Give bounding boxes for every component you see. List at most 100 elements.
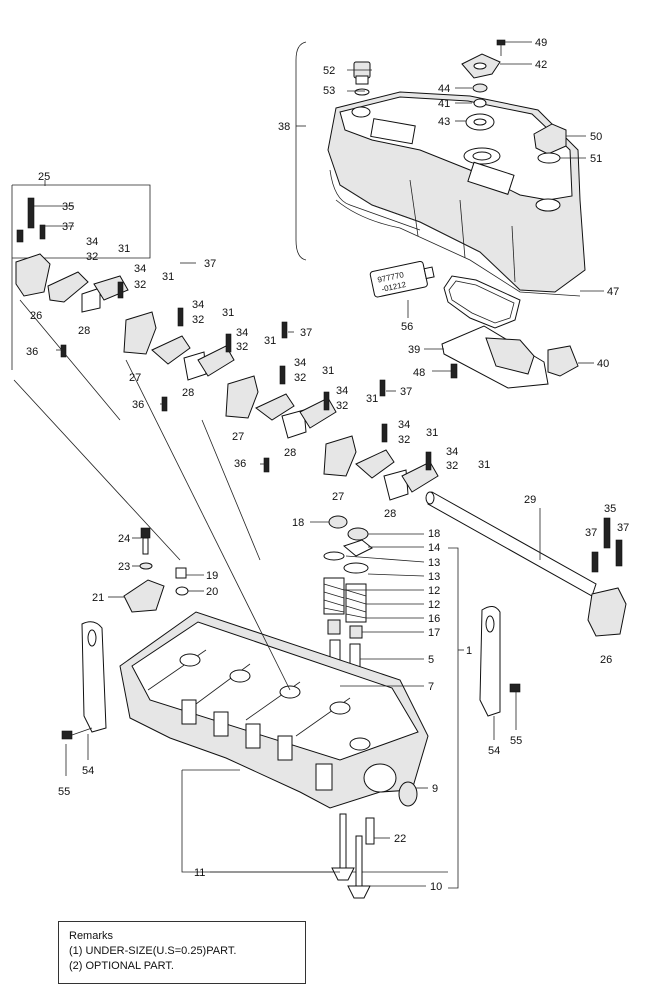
label-23: 23 <box>118 561 130 573</box>
label-32g: 32 <box>398 434 410 446</box>
label-21: 21 <box>92 592 104 604</box>
label-32c: 32 <box>192 314 204 326</box>
rocker-assembly-1 <box>15 197 129 358</box>
label-18b: 18 <box>428 528 440 540</box>
label-26b: 26 <box>600 654 612 666</box>
label-31g: 31 <box>426 427 438 439</box>
label-51: 51 <box>590 153 602 165</box>
label-34e: 34 <box>294 357 306 369</box>
label-52: 52 <box>323 65 335 77</box>
label-34h: 34 <box>446 446 458 458</box>
remarks-line-1: (1) UNDER-SIZE(U.S=0.25)PART. <box>69 945 237 957</box>
label-13b: 13 <box>428 571 440 583</box>
label-24: 24 <box>118 533 130 545</box>
label-48: 48 <box>413 367 425 379</box>
label-50: 50 <box>590 131 602 143</box>
label-20: 20 <box>206 586 218 598</box>
label-27b: 27 <box>232 431 244 443</box>
label-19: 19 <box>206 570 218 582</box>
engine-hangers <box>61 606 521 740</box>
label-37c: 37 <box>300 327 312 339</box>
label-31a: 31 <box>118 243 130 255</box>
label-27c: 27 <box>332 491 344 503</box>
label-34d: 34 <box>236 327 248 339</box>
rocker-assembly-2 <box>123 307 288 412</box>
label-39: 39 <box>408 344 420 356</box>
label-44: 44 <box>438 83 450 95</box>
label-10: 10 <box>430 881 442 893</box>
label-31c: 31 <box>222 307 234 319</box>
label-55b: 55 <box>510 735 522 747</box>
label-41: 41 <box>438 98 450 110</box>
label-32f: 32 <box>336 400 348 412</box>
label-56: 56 <box>401 321 413 333</box>
label-34f: 34 <box>336 385 348 397</box>
leader-lines <box>13 41 604 887</box>
label-32e: 32 <box>294 372 306 384</box>
label-27a: 27 <box>129 372 141 384</box>
valve-parts <box>123 515 373 679</box>
label-38: 38 <box>278 121 290 133</box>
label-25: 25 <box>38 171 50 183</box>
label-11: 11 <box>194 867 205 879</box>
label-55a: 55 <box>58 786 70 798</box>
cylinder-head <box>119 611 429 809</box>
label-32b: 32 <box>134 279 146 291</box>
label-54b: 54 <box>488 745 500 757</box>
label-31b: 31 <box>162 271 174 283</box>
label-28d: 28 <box>384 508 396 520</box>
label-28c: 28 <box>284 447 296 459</box>
label-34g: 34 <box>398 419 410 431</box>
label-5: 5 <box>428 654 434 666</box>
label-47: 47 <box>607 286 619 298</box>
label-29: 29 <box>524 494 536 506</box>
head-cover-gasket <box>443 275 521 329</box>
head-cover <box>327 91 586 297</box>
label-37e: 37 <box>585 527 597 539</box>
label-37f: 37 <box>617 522 629 534</box>
label-26a: 26 <box>30 310 42 322</box>
label-32a: 32 <box>86 251 98 263</box>
label-31h: 31 <box>478 459 490 471</box>
label-37d: 37 <box>400 386 412 398</box>
label-12a: 12 <box>428 585 440 597</box>
label-35a: 35 <box>62 201 74 213</box>
plug-52 <box>353 61 371 96</box>
label-34c: 34 <box>192 299 204 311</box>
remarks-title: Remarks <box>69 930 114 942</box>
label-32h: 32 <box>446 460 458 472</box>
rocker-shaft <box>425 491 597 597</box>
label-12b: 12 <box>428 599 440 611</box>
label-32d: 32 <box>236 341 248 353</box>
label-28b: 28 <box>182 387 194 399</box>
part-number-labels: 49 42 52 53 44 41 43 38 50 51 47 56 39 4… <box>26 37 629 893</box>
breather-parts <box>461 39 506 131</box>
label-28a: 28 <box>78 325 90 337</box>
label-22: 22 <box>394 833 406 845</box>
label-36b: 36 <box>132 399 144 411</box>
label-54a: 54 <box>82 765 94 777</box>
valves <box>331 813 375 899</box>
label-31e: 31 <box>322 365 334 377</box>
label-53: 53 <box>323 85 335 97</box>
rocker-assembly-3 <box>225 365 386 473</box>
label-9: 9 <box>432 783 438 795</box>
oil-filler-cap <box>533 123 567 164</box>
label-37a: 37 <box>62 221 74 233</box>
label-36c: 36 <box>234 458 246 470</box>
label-31f: 31 <box>366 393 378 405</box>
label-36a: 36 <box>26 346 38 358</box>
side-plate <box>441 325 579 389</box>
label-16: 16 <box>428 613 440 625</box>
label-35b: 35 <box>604 503 616 515</box>
label-13a: 13 <box>428 557 440 569</box>
rocker-support-right <box>587 517 627 637</box>
label-34a: 34 <box>86 236 98 248</box>
label-34b: 34 <box>134 263 146 275</box>
label-37b: 37 <box>204 258 216 270</box>
label-18a: 18 <box>292 517 304 529</box>
label-7: 7 <box>428 681 434 693</box>
remarks-line-2: (2) OPTIONAL PART. <box>69 960 174 972</box>
rocker-assembly-4 <box>323 423 439 501</box>
